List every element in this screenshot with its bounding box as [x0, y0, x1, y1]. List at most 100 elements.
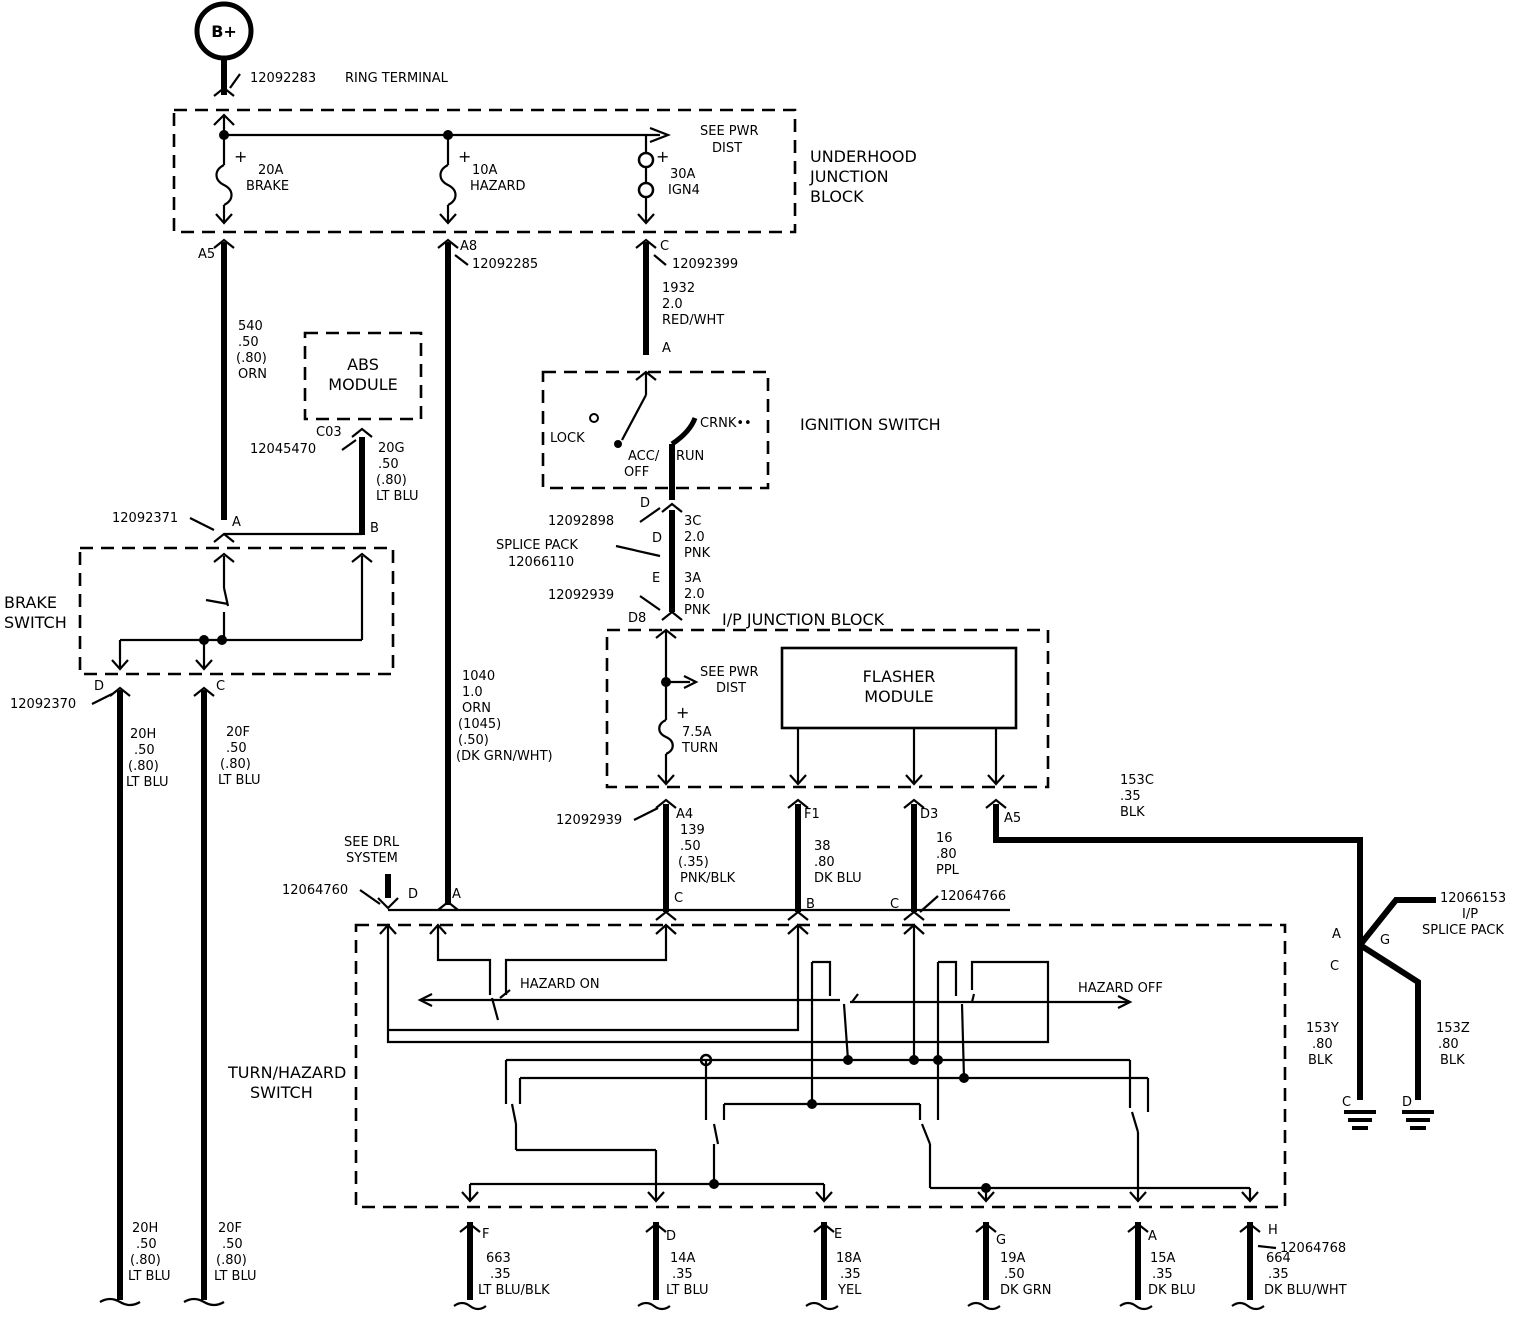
svg-text:C: C — [1330, 959, 1339, 974]
underhood-junction-block: SEE PWR DIST UNDERHOOD JUNCTION BLOCK + … — [172, 108, 917, 234]
fuse-10a-hazard: + 10A HAZARD — [439, 135, 526, 225]
svg-text:.35: .35 — [840, 1267, 861, 1282]
svg-text:BLK: BLK — [1120, 805, 1145, 820]
svg-text:.80: .80 — [1312, 1037, 1333, 1052]
wire-1040-label: 1040 1.0 ORN (1045) (.50) (DK GRN/WHT) — [456, 669, 553, 764]
svg-text:19A: 19A — [1000, 1251, 1026, 1266]
plus-icon: + — [458, 147, 471, 166]
ip-block-title: I/P JUNCTION BLOCK — [722, 610, 885, 629]
turn-hazard-top-pins: C B C 12064766 — [655, 889, 1006, 921]
brake-switch: 12092371 A B BRAKE SWITCH D C 12092370 2… — [4, 511, 395, 1307]
svg-text:20H: 20H — [132, 1221, 158, 1236]
svg-text:1932: 1932 — [662, 281, 695, 296]
abs-module: ABS MODULE C03 12045470 20G .50 (.80) LT… — [250, 331, 423, 535]
svg-text:A: A — [452, 887, 461, 902]
wire-540-label: 540 .50 (.80) ORN — [236, 319, 267, 382]
splice-pack-name: SPLICE PACK — [496, 538, 578, 553]
ground-icon — [1402, 1110, 1434, 1130]
svg-text:PPL: PPL — [936, 863, 960, 878]
battery-terminal: B+ 12092283 RING TERMINAL — [194, 1, 449, 97]
main-wires — [221, 242, 649, 905]
svg-text:663: 663 — [486, 1251, 511, 1266]
ign-lock: LOCK — [550, 431, 585, 446]
ip-junction-block: I/P JUNCTION BLOCK SEE PWR DIST + 7.5A T… — [605, 610, 1050, 789]
svg-text:D3: D3 — [920, 807, 938, 822]
ignition-switch: LOCK ACC/ OFF RUN CRNK•• IGNITION SWITCH — [541, 370, 941, 500]
pin-a5: A5 — [198, 247, 215, 262]
abs-title-1: ABS — [347, 355, 379, 374]
svg-text:ORN: ORN — [462, 701, 491, 716]
svg-text:.50: .50 — [134, 743, 155, 758]
svg-text:.50: .50 — [680, 839, 701, 854]
underhood-see-pwr-2: DIST — [712, 141, 742, 156]
svg-text:.35: .35 — [1152, 1267, 1173, 1282]
ip-outputs: A4 F1 D3 A5 12092939 139 .50 (.35) PNK/B… — [556, 773, 1363, 945]
svg-text:BLK: BLK — [1440, 1053, 1465, 1068]
splice-pack-section: D 12092898 3C 2.0 PNK D SPLICE PACK 1206… — [496, 496, 711, 626]
svg-text:F1: F1 — [804, 807, 820, 822]
svg-text:153C: 153C — [1120, 773, 1154, 788]
turn-hazard-title-2: SWITCH — [250, 1083, 313, 1102]
ign-acc: ACC/ — [628, 449, 660, 464]
svg-text:PNK: PNK — [684, 603, 711, 618]
ground-icon — [1344, 1110, 1376, 1130]
flasher-title-1: FLASHER — [863, 667, 936, 686]
svg-text:LT BLU: LT BLU — [128, 1269, 171, 1284]
svg-text:C: C — [1342, 1095, 1351, 1110]
svg-text:A5: A5 — [1004, 811, 1021, 826]
ign-off: OFF — [624, 465, 649, 480]
svg-text:153Y: 153Y — [1306, 1021, 1339, 1036]
fuse-10a-name: HAZARD — [470, 179, 526, 194]
pin-a8: A8 — [460, 239, 477, 254]
svg-text:LT BLU/BLK: LT BLU/BLK — [478, 1283, 550, 1298]
svg-text:C: C — [216, 679, 225, 694]
underhood-title-3: BLOCK — [810, 187, 864, 206]
svg-text:LT BLU: LT BLU — [666, 1283, 709, 1298]
underhood-see-pwr-1: SEE PWR — [700, 124, 759, 139]
turn-hazard-bottom-outputs: F D E G A H 12064768 663 .35 LT BLU/BLK … — [453, 1222, 1347, 1311]
svg-text:D: D — [666, 1229, 676, 1244]
turn-hazard-title-1: TURN/HAZARD — [227, 1063, 346, 1082]
underhood-title-2: JUNCTION — [809, 167, 889, 186]
fuse-30a-ign4: + 30A IGN4 — [637, 135, 700, 225]
connector-12092939-top: 12092939 — [548, 588, 614, 603]
svg-text:18A: 18A — [836, 1251, 862, 1266]
svg-text:SYSTEM: SYSTEM — [346, 851, 398, 866]
svg-text:SEE DRL: SEE DRL — [344, 835, 400, 850]
ip-splice-part: 12066153 — [1440, 891, 1506, 906]
svg-text:3A: 3A — [684, 571, 701, 586]
svg-text:LT BLU: LT BLU — [126, 775, 169, 790]
svg-text:B: B — [370, 521, 379, 536]
svg-text:LT BLU: LT BLU — [214, 1269, 257, 1284]
svg-text:.80: .80 — [936, 847, 957, 862]
connector-12064766: 12064766 — [940, 889, 1006, 904]
svg-text:20F: 20F — [218, 1221, 242, 1236]
svg-text:20H: 20H — [130, 727, 156, 742]
fuse-30a-amp: 30A — [670, 167, 696, 182]
svg-text:G: G — [996, 1233, 1006, 1248]
svg-text:A: A — [232, 515, 241, 530]
svg-text:20G: 20G — [378, 441, 405, 456]
connector-12092898: 12092898 — [548, 514, 614, 529]
underhood-outputs: A5 A8 12092285 C 12092399 — [198, 238, 738, 272]
svg-text:D: D — [640, 496, 650, 511]
svg-text:(.35): (.35) — [678, 855, 709, 870]
svg-text:LT BLU: LT BLU — [218, 773, 261, 788]
svg-text:540: 540 — [238, 319, 263, 334]
svg-text:ORN: ORN — [238, 367, 267, 382]
ip-splice-pack: 12066153 I/P SPLICE PACK A G C 153Y .80 … — [1306, 891, 1506, 1130]
svg-text:B: B — [806, 897, 815, 912]
svg-text:2.0: 2.0 — [684, 587, 705, 602]
connector-12092371: 12092371 — [112, 511, 178, 526]
svg-text:.50: .50 — [1004, 1267, 1025, 1282]
brake-switch-title-2: SWITCH — [4, 613, 67, 632]
svg-text:PNK/BLK: PNK/BLK — [680, 871, 736, 886]
underhood-title-1: UNDERHOOD — [810, 147, 917, 166]
wire-1932-label: 1932 2.0 RED/WHT A — [662, 281, 724, 356]
svg-text:(DK GRN/WHT): (DK GRN/WHT) — [456, 749, 553, 764]
svg-text:.50: .50 — [378, 457, 399, 472]
ignition-switch-title: IGNITION SWITCH — [800, 415, 941, 434]
svg-text:1040: 1040 — [462, 669, 495, 684]
svg-text:664: 664 — [1266, 1251, 1291, 1266]
svg-text:.35: .35 — [1268, 1267, 1289, 1282]
